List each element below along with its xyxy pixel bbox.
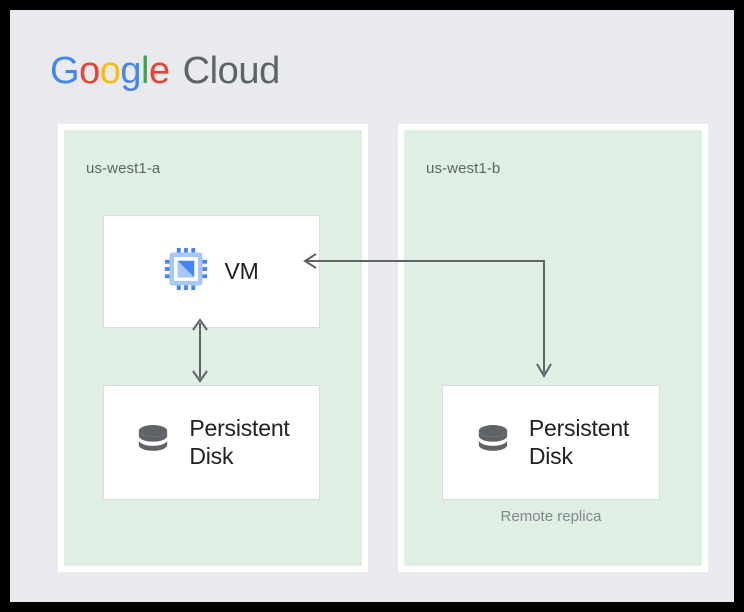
remote-replica-note: Remote replica: [500, 508, 602, 525]
vm-card[interactable]: VM: [103, 215, 320, 328]
persistent-disk-card-zone-b[interactable]: Persistent Disk: [442, 385, 660, 500]
google-cloud-logo: Google Cloud: [50, 48, 280, 94]
zone-us-west1-a: us-west1-a: [58, 124, 368, 572]
zone-label-us-west1-a: us-west1-a: [86, 160, 161, 177]
cpu-chip-icon: [164, 247, 208, 296]
vm-card-content: VM: [164, 247, 259, 296]
persistent-disk-b-content: Persistent Disk: [473, 415, 629, 469]
logo-letter-e-red: e: [148, 50, 170, 92]
logo-letter-o-yellow: o: [99, 50, 121, 92]
database-disk-icon: [473, 420, 513, 465]
diagram-canvas: Google Cloud us-west1-a us-west1-b: [10, 10, 734, 602]
logo-letter-l-green: l: [140, 50, 149, 92]
database-disk-icon: [133, 420, 173, 465]
persistent-disk-a-content: Persistent Disk: [133, 415, 290, 469]
logo-letter-g-blue: G: [50, 50, 80, 92]
persistent-disk-b-label: Persistent Disk: [528, 415, 630, 469]
zone-label-us-west1-b: us-west1-b: [426, 160, 501, 177]
vm-card-label: VM: [224, 257, 259, 284]
logo-letter-g-blue-2: g: [120, 50, 141, 92]
persistent-disk-card-zone-a[interactable]: Persistent Disk: [103, 385, 320, 500]
logo-letter-o-red: o: [79, 50, 100, 92]
cloud-wordmark: Cloud: [182, 50, 281, 92]
google-wordmark: Google: [50, 52, 170, 90]
zone-us-west1-b: us-west1-b: [398, 124, 708, 572]
persistent-disk-a-label: Persistent Disk: [189, 415, 290, 469]
